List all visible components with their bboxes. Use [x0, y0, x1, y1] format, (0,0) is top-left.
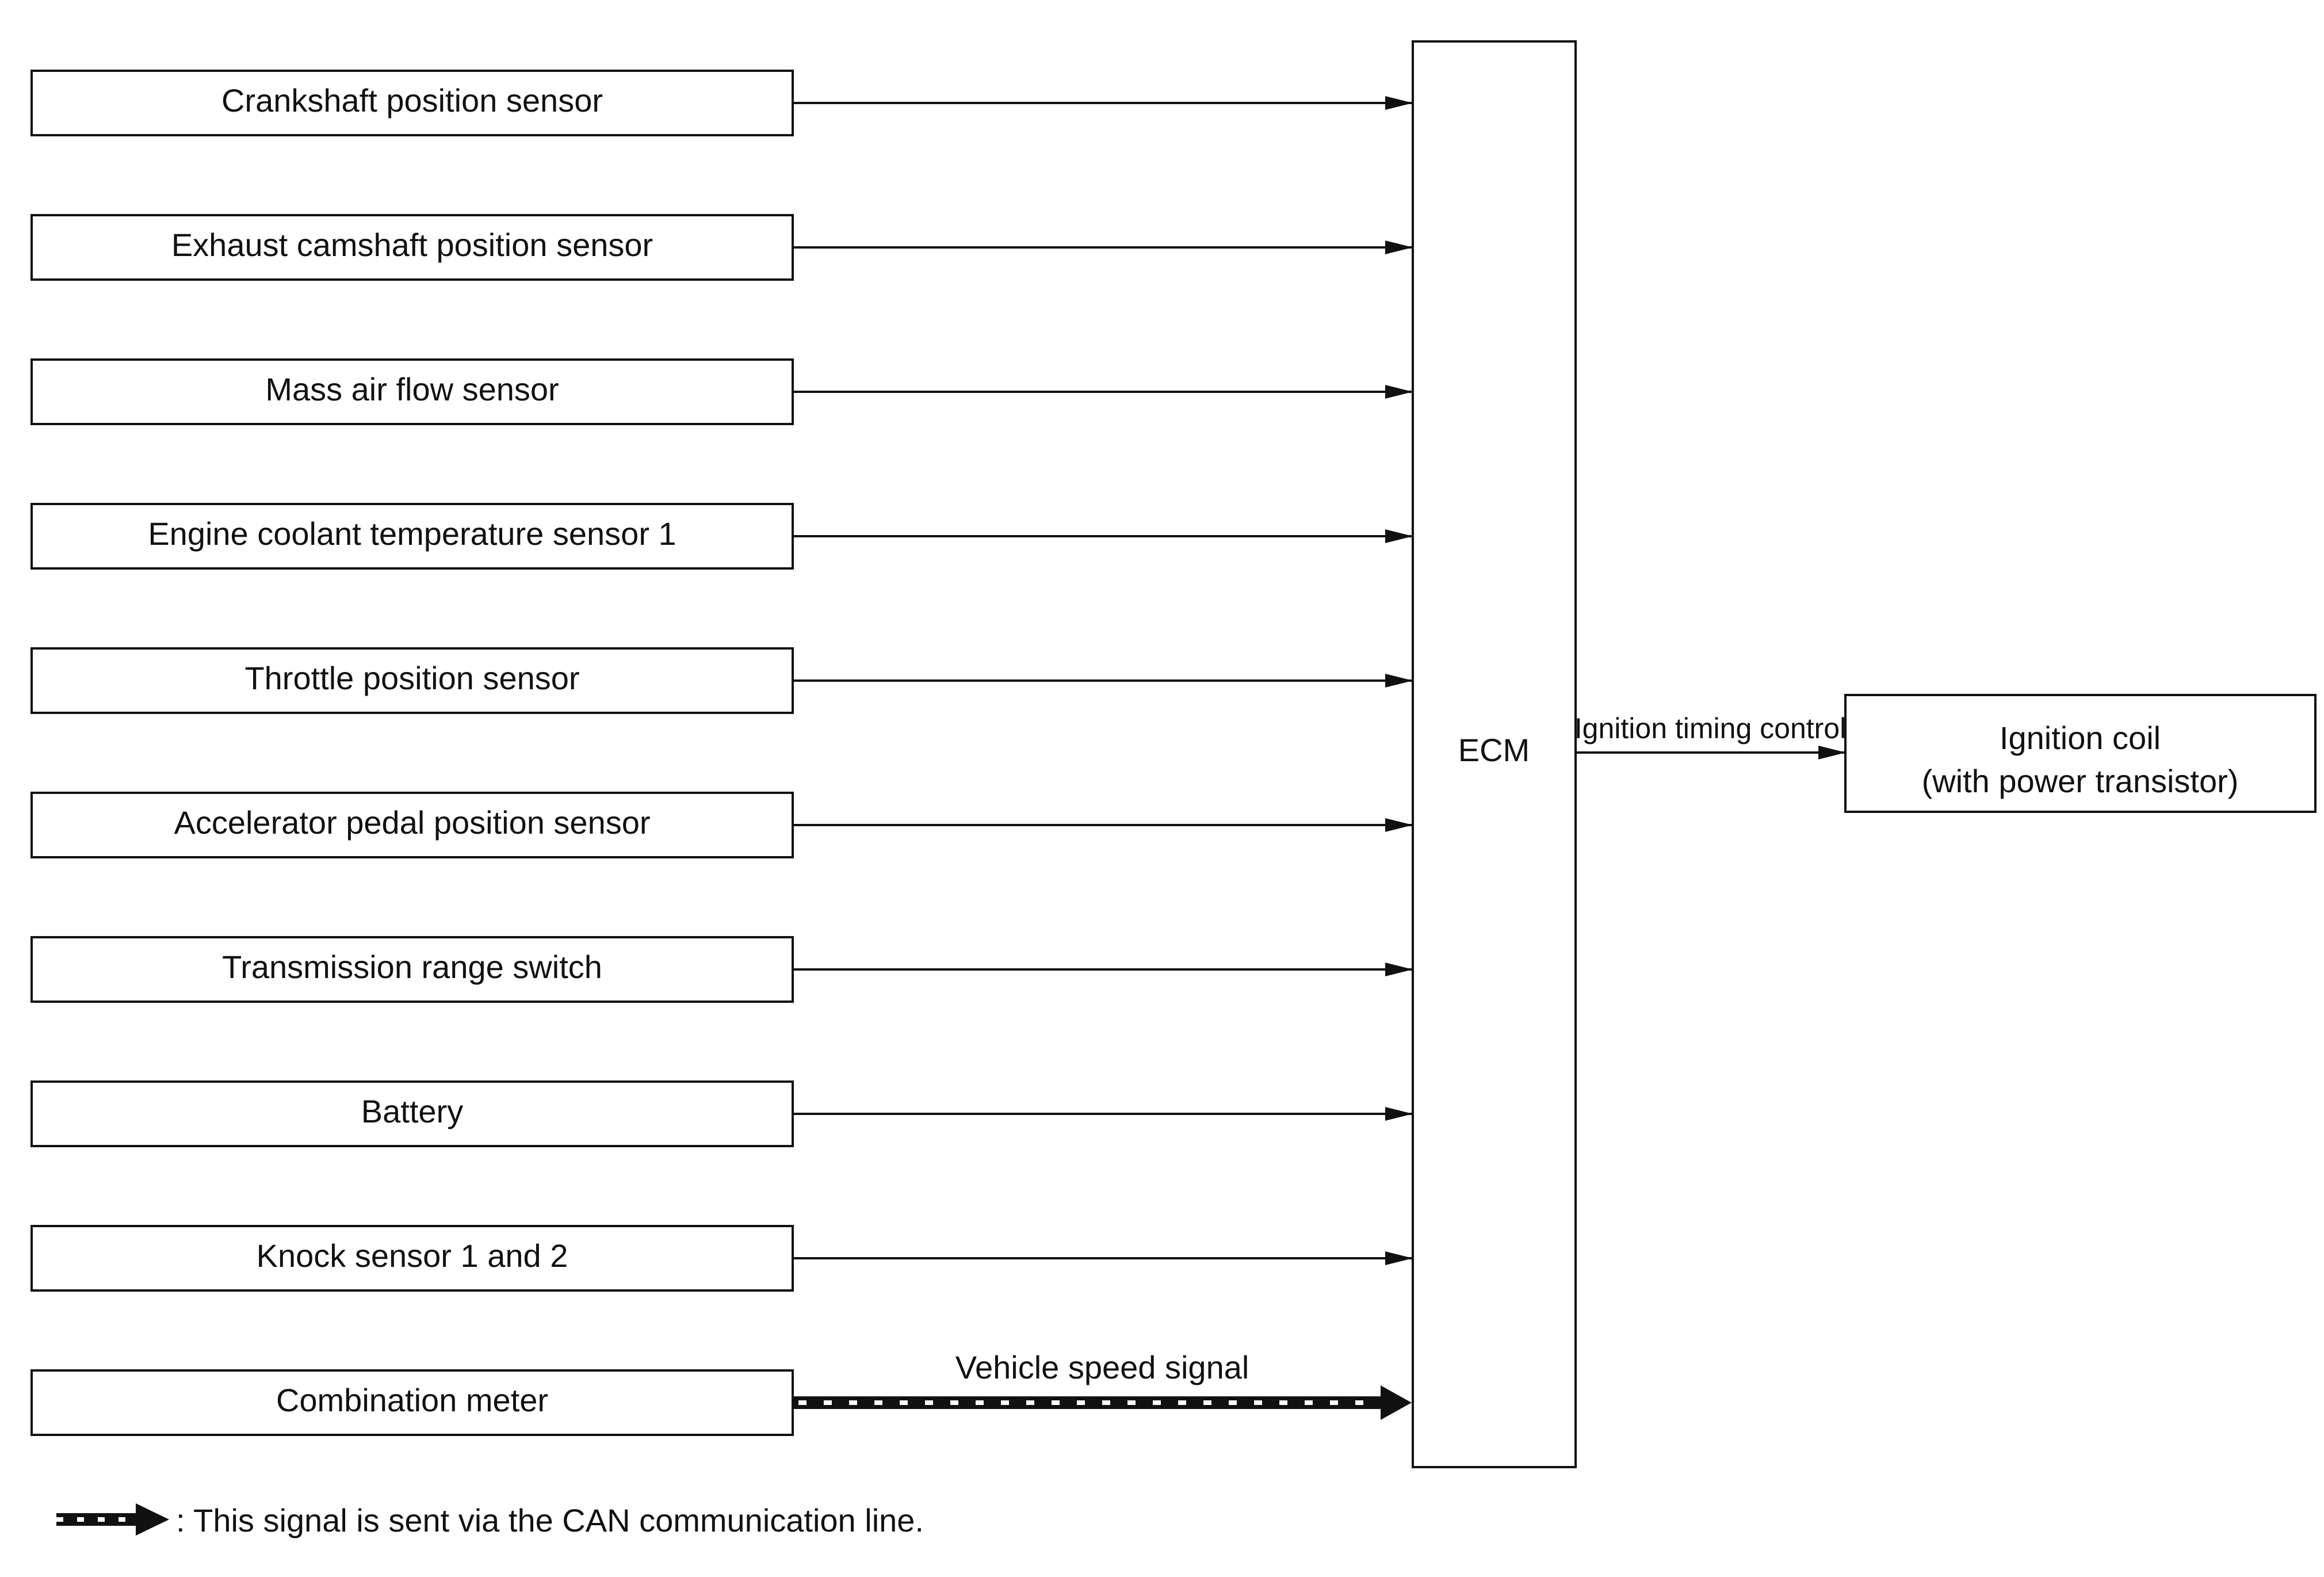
input-label: Engine coolant temperature sensor 1: [148, 516, 676, 552]
input-box: [30, 936, 794, 1003]
input-label: Exhaust camshaft position sensor: [171, 227, 653, 263]
input-knock-sensor-1-and-2: Knock sensor 1 and 2: [30, 1225, 1413, 1292]
input-engine-coolant-temperature-sensor-1: Engine coolant temperature sensor 1: [30, 503, 1413, 570]
input-box: [30, 1225, 794, 1292]
ecm-block: ECM: [1412, 40, 1577, 1468]
ecm-label: ECM: [1458, 732, 1530, 768]
input-box: [30, 503, 794, 570]
input-mass-air-flow-sensor: Mass air flow sensor: [30, 358, 1413, 425]
input-transmission-range-switch: Transmission range switch: [30, 936, 1413, 1003]
input-box: [30, 647, 794, 714]
can-line-legend-icon: [56, 1503, 169, 1536]
input-accelerator-pedal-position-sensor: Accelerator pedal position sensor: [30, 792, 1413, 858]
output-connector: Ignition timing control: [1574, 712, 1846, 759]
ignition-coil-label-line1: Ignition coil: [2000, 720, 2161, 756]
legend-text: : This signal is sent via the CAN commun…: [176, 1502, 924, 1538]
input-label: Accelerator pedal position sensor: [174, 804, 650, 841]
input-crankshaft-position-sensor: Crankshaft position sensor: [30, 70, 1413, 136]
input-box: [30, 1369, 794, 1436]
input-label: Mass air flow sensor: [265, 371, 559, 407]
input-box: [30, 358, 794, 425]
legend: : This signal is sent via the CAN commun…: [56, 1502, 924, 1538]
can-signal-arrowhead: [1381, 1385, 1412, 1420]
input-label: Transmission range switch: [222, 949, 602, 985]
input-label: Throttle position sensor: [244, 660, 579, 696]
input-combination-meter: Combination meter Vehicle speed signal: [30, 1349, 1412, 1436]
input-label: Knock sensor 1 and 2: [257, 1238, 568, 1274]
input-battery: Battery: [30, 1080, 1413, 1147]
input-label: Combination meter: [276, 1382, 548, 1418]
ignition-coil-label-line2: (with power transistor): [1922, 763, 2239, 799]
input-label: Crankshaft position sensor: [221, 82, 603, 119]
ignition-coil-block: Ignition coil (with power transistor): [1844, 694, 2317, 813]
input-throttle-position-sensor: Throttle position sensor: [30, 647, 1413, 714]
input-box: [30, 214, 794, 281]
ignition-timing-control-label: Ignition timing control: [1574, 712, 1846, 744]
input-exhaust-camshaft-position-sensor: Exhaust camshaft position sensor: [30, 214, 1413, 281]
vehicle-speed-signal-label: Vehicle speed signal: [955, 1349, 1249, 1385]
input-label: Battery: [361, 1093, 463, 1129]
input-box: [30, 70, 794, 136]
